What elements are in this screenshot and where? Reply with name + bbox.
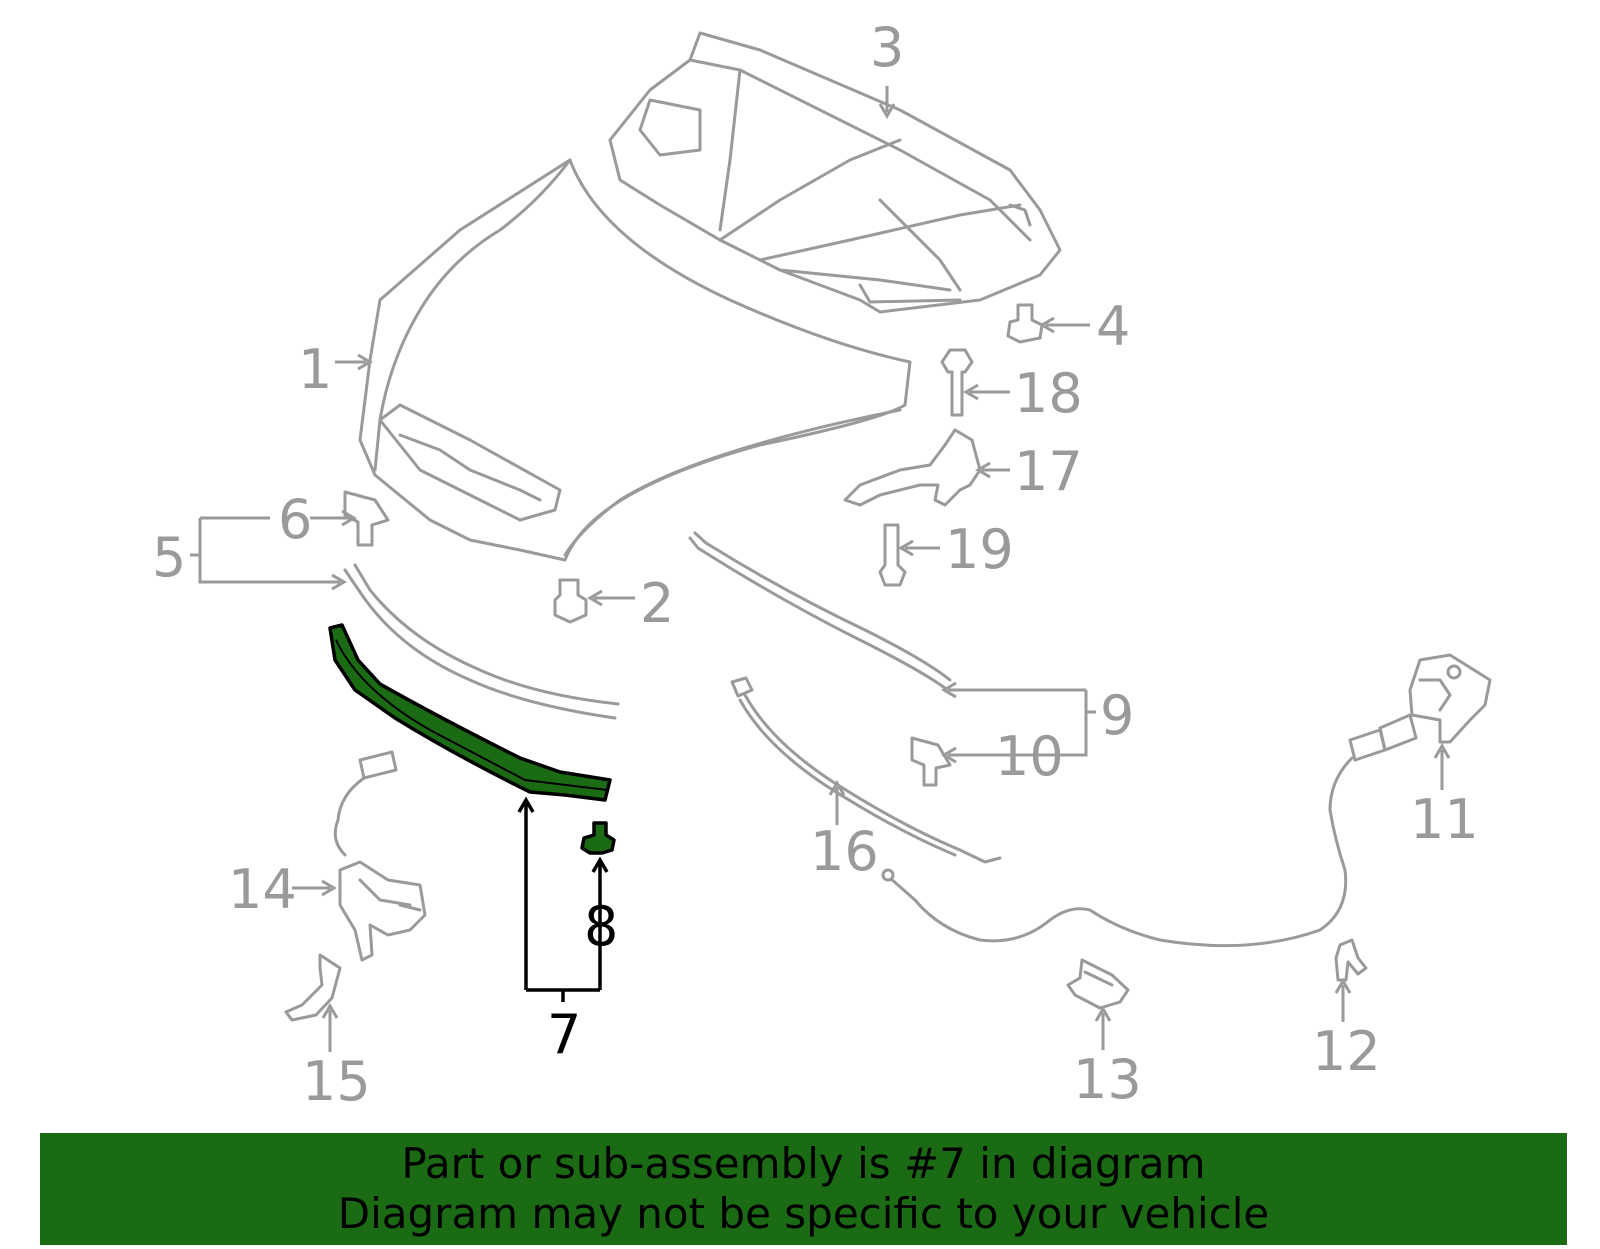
part-11-release-handle[interactable] <box>1348 653 1492 762</box>
callout-6: 6 <box>278 488 312 551</box>
callout-13: 13 <box>1073 1048 1142 1111</box>
callout-16: 16 <box>810 820 879 883</box>
part-3-hood-insulator[interactable] <box>608 31 1062 314</box>
callout-12: 12 <box>1312 1020 1381 1083</box>
part-1-hood[interactable] <box>358 158 912 562</box>
callout-15: 15 <box>302 1050 371 1113</box>
part-11-release-cable[interactable] <box>881 756 1354 948</box>
callout-10: 10 <box>995 725 1064 788</box>
banner-line-disclaimer: Diagram may not be specific to your vehi… <box>337 1189 1270 1238</box>
callout-1: 1 <box>298 338 332 401</box>
callout-7: 7 <box>547 1003 581 1066</box>
callout-14: 14 <box>228 858 297 921</box>
callout-lines <box>190 86 1451 1052</box>
part-10-clip[interactable] <box>910 736 952 787</box>
banner-line-part: Part or sub-assembly is #7 in diagram <box>401 1139 1206 1188</box>
part-19-bolt[interactable] <box>878 523 907 587</box>
callout-19: 19 <box>945 518 1014 581</box>
callout-8: 8 <box>584 895 618 958</box>
callout-4: 4 <box>1096 295 1130 358</box>
callout-2: 2 <box>640 572 674 635</box>
part-13-bumper[interactable] <box>1066 958 1130 1010</box>
part-15-bracket[interactable] <box>284 953 342 1022</box>
callout-3: 3 <box>870 16 904 79</box>
callout-17: 17 <box>1014 440 1083 503</box>
part-17-hinge[interactable] <box>843 428 982 507</box>
part-12-clip[interactable] <box>1334 938 1368 982</box>
part-4-clip[interactable] <box>1006 303 1044 344</box>
callout-18: 18 <box>1014 362 1083 425</box>
part-14-latch[interactable] <box>333 750 427 962</box>
part-7-weatherstrip-highlighted[interactable] <box>328 623 612 802</box>
part-18-bolt[interactable] <box>940 348 974 417</box>
callout-11: 11 <box>1410 788 1479 851</box>
part-8-clip-highlighted[interactable] <box>580 821 616 855</box>
part-5-weatherstrip[interactable] <box>343 563 620 720</box>
callout-9: 9 <box>1100 684 1134 747</box>
info-banner: Part or sub-assembly is #7 in diagram Di… <box>40 1133 1567 1245</box>
callout-lines-highlighted <box>517 796 609 1002</box>
part-2-bolt[interactable] <box>553 578 588 624</box>
part-9-weatherstrip[interactable] <box>688 531 952 690</box>
callout-5: 5 <box>152 526 186 589</box>
